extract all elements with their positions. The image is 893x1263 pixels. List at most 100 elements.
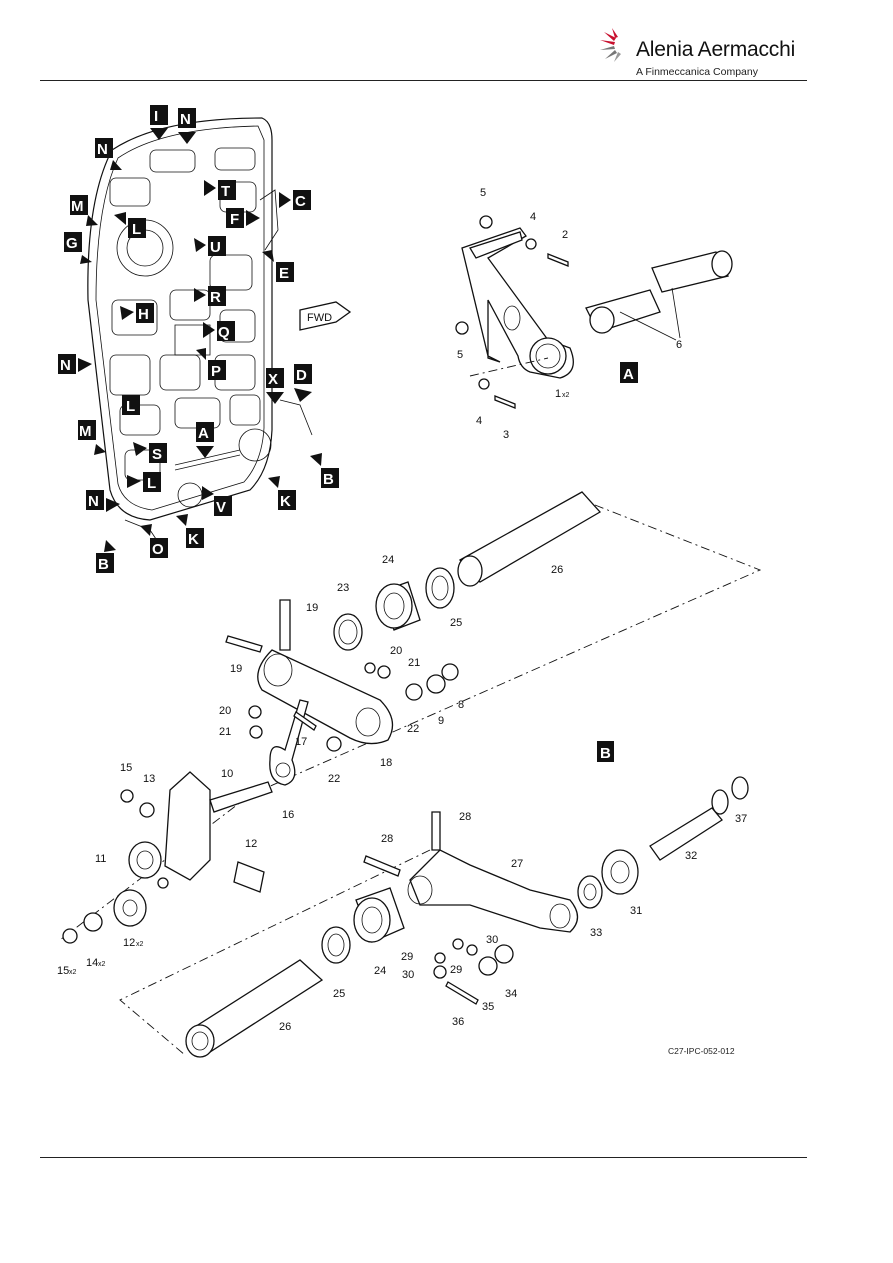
svg-text:26: 26 (279, 1021, 291, 1033)
svg-text:27: 27 (511, 858, 523, 870)
svg-text:H: H (138, 306, 149, 323)
view-b-label: B (597, 741, 614, 762)
svg-text:I: I (154, 108, 158, 125)
svg-text:A: A (198, 425, 209, 442)
svg-text:x2: x2 (69, 969, 77, 976)
svg-text:X: X (268, 371, 278, 388)
svg-text:22: 22 (407, 723, 419, 735)
svg-text:17: 17 (295, 736, 307, 748)
svg-text:N: N (60, 357, 71, 374)
view-a-drawing (455, 215, 733, 409)
svg-text:6: 6 (676, 339, 682, 351)
svg-text:21: 21 (408, 657, 420, 669)
svg-text:E: E (279, 265, 289, 282)
svg-text:5: 5 (480, 187, 486, 199)
svg-text:24: 24 (382, 554, 394, 566)
svg-text:16: 16 (282, 809, 294, 821)
door-panel-drawing: FWD (87, 117, 352, 546)
svg-text:31: 31 (630, 905, 642, 917)
svg-text:11: 11 (95, 853, 106, 865)
svg-text:15: 15 (57, 965, 69, 977)
svg-text:1: 1 (555, 388, 561, 400)
view-a-item-numbers: 5 4 2 5 6 1 x2 4 3 (457, 187, 682, 441)
svg-text:Q: Q (218, 324, 230, 341)
footer-rule (40, 1157, 807, 1158)
svg-text:10: 10 (221, 768, 233, 780)
svg-text:25: 25 (333, 988, 345, 1000)
svg-text:4: 4 (476, 415, 482, 427)
svg-text:C: C (295, 193, 306, 210)
svg-text:13: 13 (143, 773, 155, 785)
svg-text:29: 29 (401, 951, 413, 963)
svg-text:21: 21 (219, 726, 231, 738)
view-b-item-numbers: 24 26 23 19 19 25 20 21 8 9 22 20 21 17 … (57, 554, 747, 1033)
svg-text:R: R (210, 289, 221, 306)
svg-text:24: 24 (374, 965, 386, 977)
figure-code: C27-IPC-052-012 (668, 1046, 735, 1056)
svg-text:34: 34 (505, 988, 517, 1000)
svg-text:33: 33 (590, 927, 602, 939)
svg-text:K: K (188, 531, 199, 548)
fwd-label: FWD (307, 312, 332, 324)
svg-text:N: N (180, 111, 191, 128)
brand-name: Alenia Aermacchi (636, 38, 796, 61)
svg-text:36: 36 (452, 1016, 464, 1028)
svg-text:37: 37 (735, 813, 747, 825)
svg-text:N: N (97, 141, 108, 158)
svg-text:20: 20 (390, 645, 402, 657)
svg-text:15: 15 (120, 762, 132, 774)
svg-text:12: 12 (123, 937, 135, 949)
svg-text:F: F (230, 211, 239, 228)
svg-text:S: S (152, 446, 162, 463)
svg-text:19: 19 (306, 602, 318, 614)
svg-text:30: 30 (486, 934, 498, 946)
svg-text:20: 20 (219, 705, 231, 717)
view-a-label: A (620, 362, 638, 383)
svg-text:2: 2 (562, 229, 568, 241)
svg-text:L: L (147, 475, 156, 492)
svg-text:B: B (323, 471, 334, 488)
svg-text:x2: x2 (136, 941, 144, 948)
svg-text:32: 32 (685, 850, 697, 862)
brand-mark-icon (600, 28, 621, 62)
brand-tagline: A Finmeccanica Company (636, 66, 758, 78)
svg-text:O: O (152, 541, 164, 558)
svg-text:12: 12 (245, 838, 257, 850)
svg-text:29: 29 (450, 964, 462, 976)
svg-text:14: 14 (86, 957, 98, 969)
svg-text:B: B (600, 745, 611, 762)
svg-text:28: 28 (381, 833, 393, 845)
svg-text:26: 26 (551, 564, 563, 576)
svg-text:25: 25 (450, 617, 462, 629)
svg-text:8: 8 (458, 699, 464, 711)
svg-text:19: 19 (230, 663, 242, 675)
svg-text:N: N (88, 493, 99, 510)
svg-text:18: 18 (380, 757, 392, 769)
svg-text:M: M (79, 423, 92, 440)
svg-text:P: P (211, 363, 221, 380)
svg-text:B: B (98, 556, 109, 573)
svg-text:35: 35 (482, 1001, 494, 1013)
svg-text:3: 3 (503, 429, 509, 441)
svg-text:x2: x2 (562, 392, 570, 399)
header-rule (40, 80, 807, 81)
door-callouts: I N N M G L T C F U E R H Q N P X D L A … (58, 105, 339, 573)
svg-text:4: 4 (530, 211, 536, 223)
svg-text:x2: x2 (98, 961, 106, 968)
brand-logo: Alenia Aermacchi A Finmeccanica Company (596, 22, 796, 80)
svg-text:U: U (210, 239, 221, 256)
view-b-drawing (59, 491, 762, 1058)
svg-text:9: 9 (438, 715, 444, 727)
svg-text:T: T (221, 183, 230, 200)
svg-text:30: 30 (402, 969, 414, 981)
svg-text:A: A (623, 366, 634, 383)
svg-text:L: L (132, 221, 141, 238)
svg-text:L: L (126, 398, 135, 415)
svg-text:5: 5 (457, 349, 463, 361)
svg-text:K: K (280, 493, 291, 510)
svg-text:22: 22 (328, 773, 340, 785)
svg-text:D: D (296, 367, 307, 384)
svg-text:G: G (66, 235, 78, 252)
svg-text:V: V (216, 499, 226, 516)
